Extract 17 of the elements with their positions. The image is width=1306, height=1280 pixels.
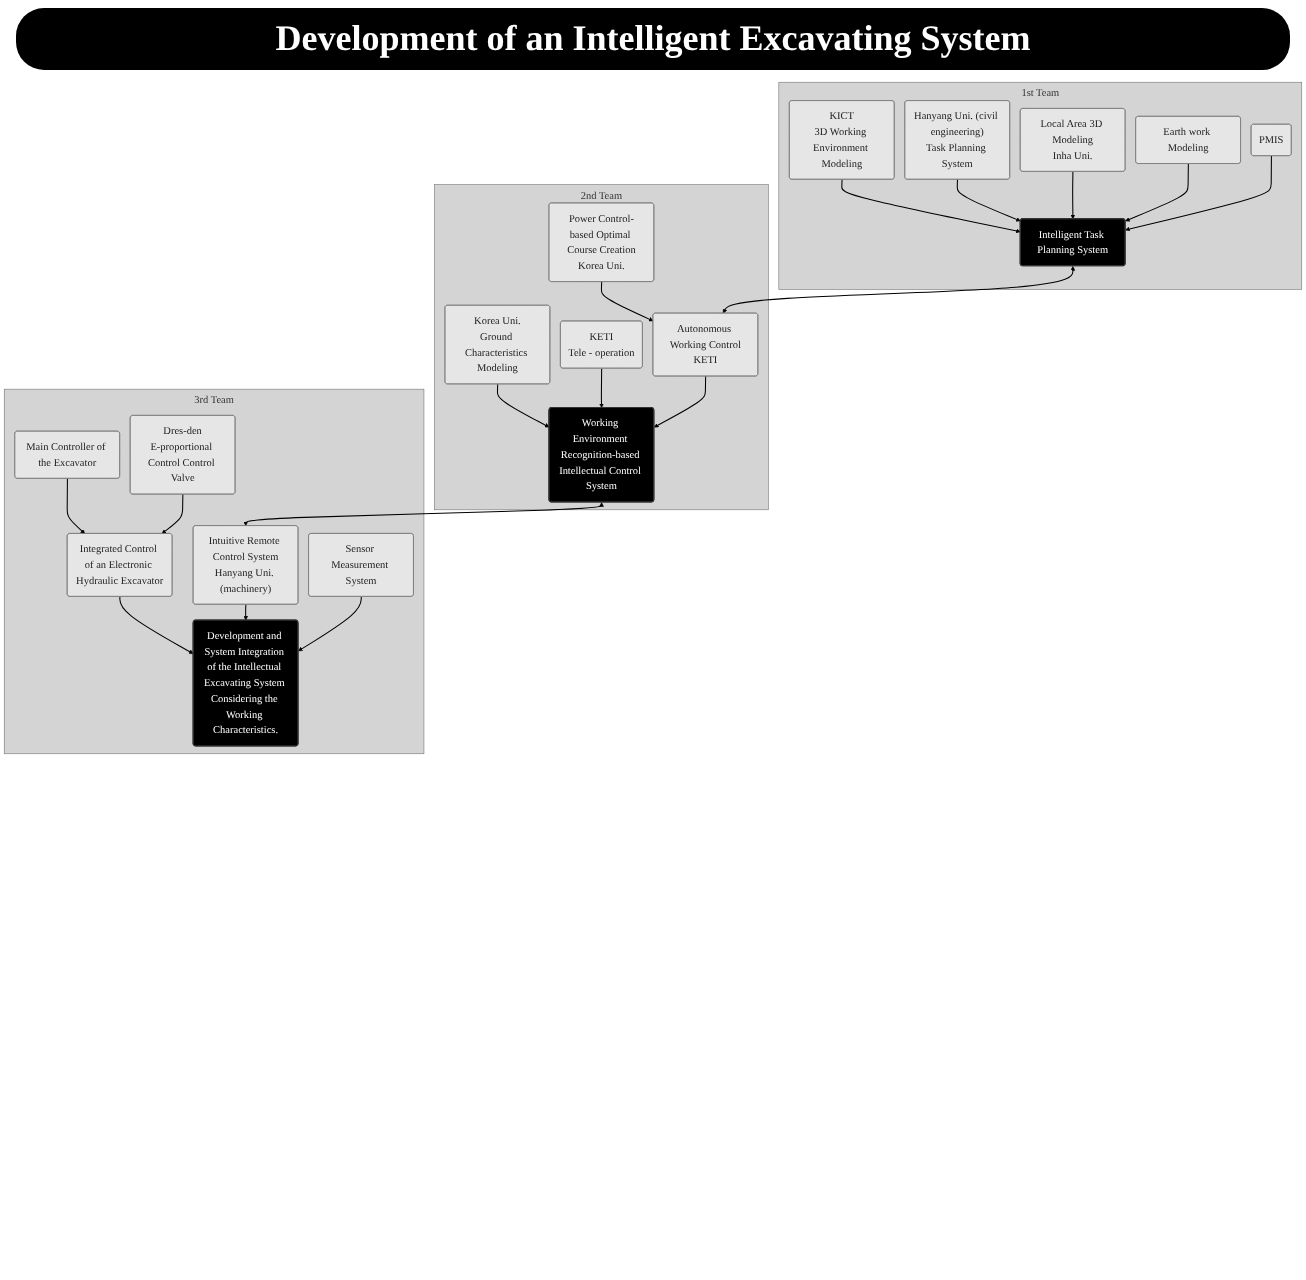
arrow bbox=[841, 179, 1021, 234]
title: Development of an Intelligent Excavating System bbox=[16, 8, 1290, 70]
arrow bbox=[956, 179, 1021, 222]
arrow bbox=[161, 493, 184, 534]
arrow bbox=[66, 478, 86, 534]
arrow bbox=[722, 266, 1076, 314]
arrow bbox=[599, 367, 604, 408]
arrow bbox=[243, 502, 604, 527]
arrow bbox=[298, 596, 362, 652]
arrow bbox=[243, 604, 248, 621]
arrow bbox=[600, 281, 654, 322]
arrow bbox=[1125, 155, 1272, 232]
arrow bbox=[1070, 171, 1076, 220]
arrow bbox=[496, 383, 550, 428]
arrow bbox=[119, 596, 194, 654]
arrow bbox=[653, 375, 707, 428]
arrow bbox=[1125, 163, 1189, 222]
